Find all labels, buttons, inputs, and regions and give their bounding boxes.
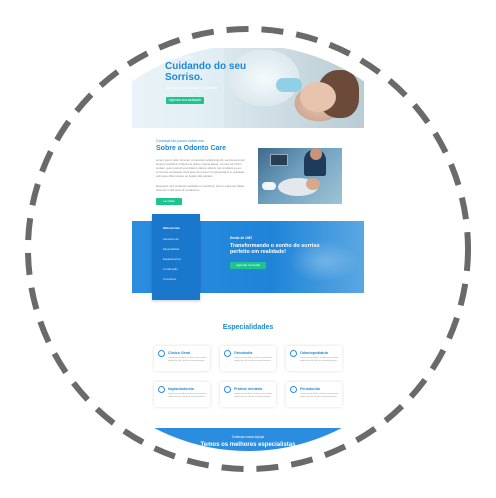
about-photo [258, 148, 342, 204]
about-text-2: Excepteur sint occaecat cupidatat non pr… [156, 184, 244, 192]
about-photo-lamp [262, 182, 276, 190]
band-cta-button[interactable]: Agendar Consulta [230, 262, 266, 269]
tooth-icon [158, 350, 165, 357]
menu-item-diferenciais[interactable]: Diferenciais [163, 226, 181, 230]
about-text: Lorem ipsum dolor sit amet, consectetur … [156, 158, 245, 178]
specialties-title: Especialidades [222, 324, 274, 331]
menu-item-atendimento[interactable]: Atendimento [163, 237, 179, 241]
hero-section [132, 48, 364, 128]
tooth-icon [290, 386, 297, 393]
menu-item-convenios[interactable]: Convênios [163, 277, 177, 281]
team-section [52, 428, 451, 451]
specialty-card[interactable]: Ortodontia Lorem ipsum dolor sit amet co… [220, 346, 276, 371]
about-photo-patient-head [306, 178, 320, 190]
specialty-card[interactable]: Odontopediatria Lorem ipsum dolor sit am… [286, 346, 342, 371]
website-preview: Desde de 1987 Cuidando do seu Sorriso. S… [45, 45, 451, 451]
specialty-card[interactable]: Prótese dentária Lorem ipsum dolor sit a… [220, 382, 276, 407]
specialty-name: Prótese dentária [234, 387, 263, 391]
tooth-icon [224, 350, 231, 357]
team-pretitle: Conheça nossa equipe [231, 435, 265, 439]
specialty-text: Lorem ipsum dolor sit amet consectetur a… [234, 357, 273, 362]
menu-item-equipamentos[interactable]: Equipamentos [163, 257, 181, 261]
specialty-name: Ortodontia [234, 351, 253, 355]
specialty-text: Lorem ipsum dolor sit amet consectetur a… [234, 393, 273, 398]
hero-cta-button[interactable]: Agendar sua avaliação [166, 97, 204, 104]
hero-photo [224, 48, 364, 128]
differentials-menu: Diferenciais Atendimento Especialistas E… [152, 214, 200, 300]
specialty-card[interactable]: Periodontia Lorem ipsum dolor sit amet c… [286, 382, 342, 407]
specialty-name: Periodontia [300, 387, 320, 391]
hero-since: Desde de 1987 [166, 55, 194, 60]
specialty-text: Lorem ipsum dolor sit amet consectetur a… [168, 393, 207, 398]
band-title: Transformando o sonho do sorriso perfeit… [230, 243, 320, 256]
about-pretitle: Conheça um pouco sobre nós [156, 139, 204, 143]
about-photo-dentist-head [310, 148, 322, 160]
tooth-icon [158, 386, 165, 393]
specialty-name: Odontopediatria [300, 351, 328, 355]
specialty-text: Lorem ipsum dolor sit amet consectetur a… [168, 357, 207, 362]
specialty-card[interactable]: Clínico Geral Lorem ipsum dolor sit amet… [154, 346, 210, 371]
hero-subtitle: Sorriso bem cuidado e saudável [166, 86, 218, 90]
menu-item-especialistas[interactable]: Especialistas [163, 247, 180, 251]
specialty-card[interactable]: Implantodontia Lorem ipsum dolor sit ame… [154, 382, 210, 407]
specialty-text: Lorem ipsum dolor sit amet consectetur a… [300, 393, 339, 398]
menu-item-localizacao[interactable]: Localização [163, 267, 178, 271]
tooth-icon [290, 350, 297, 357]
hero-dentist-glove [276, 78, 302, 92]
specialty-name: Clínico Geral [168, 351, 191, 355]
team-title: Temos os melhores especialistas [200, 442, 296, 448]
tooth-icon [224, 386, 231, 393]
about-photo-monitor [270, 154, 288, 166]
specialty-text: Lorem ipsum dolor sit amet consectetur a… [300, 357, 339, 362]
hero-title: Cuidando do seu Sorriso. [165, 61, 247, 83]
about-title: Sobre a Odonto Care [156, 145, 227, 152]
band-since: Desde de 1987 [230, 236, 253, 240]
about-read-more-button[interactable]: Ler Mais [156, 198, 182, 205]
specialty-name: Implantodontia [168, 387, 194, 391]
band-background-photo [234, 221, 364, 293]
website-page: Desde de 1987 Cuidando do seu Sorriso. S… [52, 45, 451, 451]
hero-patient-face [300, 82, 336, 112]
